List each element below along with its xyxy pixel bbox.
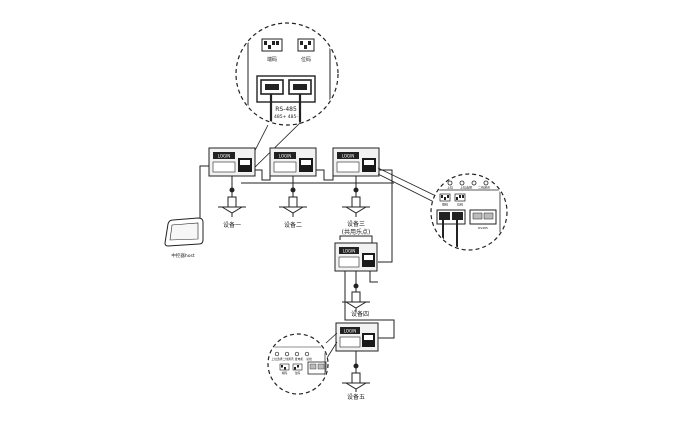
- leader-line: [251, 122, 301, 171]
- leader-line: [325, 332, 338, 344]
- dip-switch-icon: [439, 193, 466, 202]
- device-panel-5: LOGIN: [335, 322, 379, 352]
- sensor-probe-5: [342, 351, 370, 392]
- sensor-probe-3: [342, 176, 370, 217]
- detail-bubble-right: 上拉 上拉选择 二线通讯 端码 位码 RS485: [430, 173, 508, 251]
- central-host-tablet: [164, 217, 204, 247]
- bubble-top-rs485-label: RS-485: [275, 106, 297, 113]
- detail-bubble-bottom: 上拉选择 二线通讯 发电机 总线 端码 位码: [267, 333, 329, 395]
- leader-line: [377, 173, 439, 205]
- led-indicator-icon: [274, 351, 310, 357]
- sensor-probe-4: [342, 271, 370, 312]
- device-4-label: 设备四: [351, 310, 369, 318]
- bubble-right-dip-1: 端码: [442, 202, 448, 207]
- bubble-bottom-label-3: 发电机: [295, 357, 304, 361]
- panel-brand: LOGIN: [279, 154, 292, 159]
- bubble-bottom-label-4: 总线: [306, 357, 312, 361]
- rs485-connector-icon: [307, 361, 327, 375]
- dip-switch-icon: [279, 363, 303, 371]
- device-panel-3: LOGIN: [332, 147, 380, 177]
- leader-line: [326, 341, 338, 359]
- bubble-bottom-label-2: 二线通讯: [282, 357, 293, 361]
- dip-switch-icon: [297, 38, 315, 52]
- bubble-top-dip-left-label: 端码: [267, 56, 277, 63]
- device-panel-4: LOGIN: [334, 242, 378, 272]
- device-panel-1: LOGIN: [208, 147, 256, 177]
- device-1-label: 设备一: [223, 221, 241, 229]
- central-host-label: 中控器host: [171, 252, 194, 259]
- device-panel-2: LOGIN: [269, 147, 317, 177]
- bubble-right-label-3: 二线通讯: [478, 185, 490, 190]
- sensor-probe-1: [218, 176, 246, 217]
- panel-brand: LOGIN: [343, 249, 356, 254]
- led-indicator-icon: [447, 180, 489, 186]
- rs485-connector-icon: [256, 75, 316, 103]
- device-5-label: 设备五: [347, 393, 365, 401]
- device-2-label: 设备二: [284, 221, 302, 229]
- dip-switch-icon: [261, 38, 283, 52]
- panel-brand: LOGIN: [342, 154, 355, 159]
- bubble-top-rs485-sub-label: 485+ 485-: [274, 114, 298, 120]
- bubble-right-dip-2: 位码: [457, 202, 463, 207]
- bubble-right-port-label: RS485: [478, 226, 488, 230]
- device-3-label: 设备三: [347, 220, 365, 228]
- panel-brand: LOGIN: [344, 329, 357, 334]
- bubble-right-label-1: 上拉: [447, 185, 453, 190]
- panel-brand: LOGIN: [218, 154, 231, 159]
- bubble-bottom-dip-1: 端码: [282, 371, 288, 375]
- bubble-top-dip-right-label: 位码: [301, 56, 311, 63]
- bubble-bottom-label-1: 上拉选择: [271, 357, 282, 361]
- bubble-right-label-2: 上拉选择: [460, 185, 472, 190]
- sensor-probe-2: [279, 176, 307, 217]
- leader-line: [377, 167, 437, 197]
- detail-bubble-top: 端码 位码 RS-485 485+ 485-: [235, 22, 339, 126]
- bus-wire: [339, 176, 395, 339]
- device-3-note: (共用乐点): [342, 228, 371, 236]
- bubble-bottom-dip-2: 位码: [295, 371, 301, 375]
